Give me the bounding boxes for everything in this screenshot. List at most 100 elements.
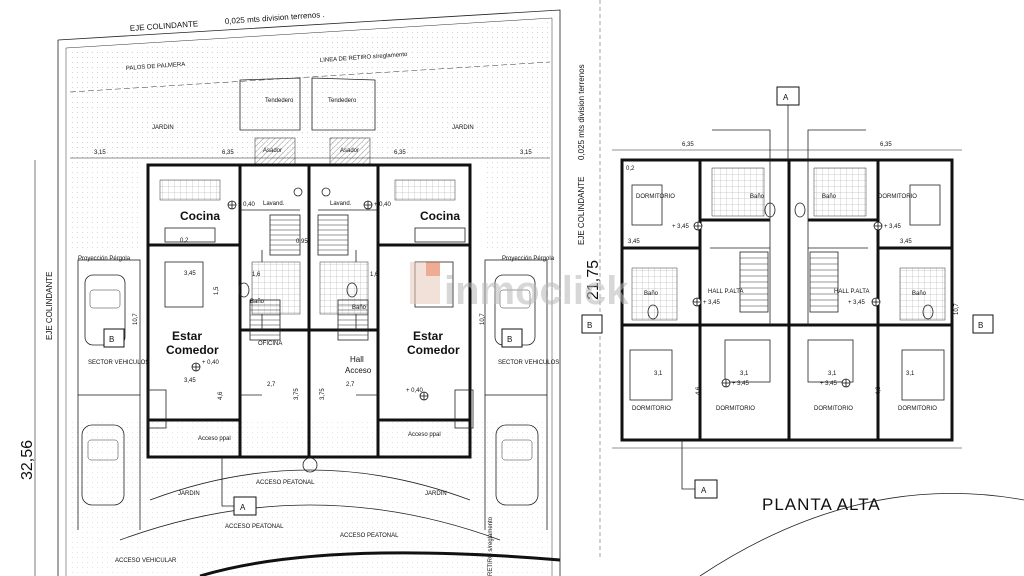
section-marker-a-lower: A [221,457,257,516]
dim-27-right: 2,7 [346,382,355,388]
upper-toilet-left [764,202,776,218]
pergola-left: Proyección Pérgola [78,256,131,262]
bano-right-label: Baño [352,305,367,311]
upper-toilet-side-right [922,304,934,320]
dim-107-left: 10,7 [133,313,139,325]
upper-balcony [712,129,866,160]
car-front-right [495,424,539,506]
upper-dim-107: 10,7 [954,303,960,315]
svg-text:+ 0,40: + 0,40 [238,202,256,208]
upper-floor-plan: DORMITORIO DORMITORIO DORMITORIO DORMITO… [581,86,1024,576]
upper-secondary-walls [710,160,868,325]
stairs-left [269,214,301,256]
tendedero-left-label: Tendedero [265,98,294,104]
asador-right-label: Asador [340,148,359,154]
car-front-left [81,424,125,506]
svg-text:+ 3,45: + 3,45 [672,224,690,230]
dormitorio-label-3: DORMITORIO [632,406,671,412]
bath-right-floor [319,261,369,315]
section-marker-b-lower-right: B [501,328,523,348]
lavand-left-label: Lavand. [263,201,285,207]
svg-text:+ 3,45: + 3,45 [820,381,838,387]
acceso-peatonal-2: ACCESO PEATONAL [225,524,284,530]
bed-4 [724,339,771,383]
dim-095-1: 0,95 [296,239,308,245]
upper-dim-345-right: 3,45 [900,239,912,245]
side-garden-left [70,160,140,250]
asador-left-label: Asador [263,148,282,154]
svg-text:A: A [240,503,246,512]
toilet-right [346,282,358,298]
jardin-rear-right: JARDIN [452,125,474,131]
cocina-left-label: Cocina [180,209,220,223]
upper-dim-31-2: 3,1 [740,371,749,377]
upper-dim-635-left: 6,35 [682,142,694,148]
dormitorio-label-1: DORMITORIO [636,194,675,200]
dim-375-right: 3,75 [320,388,326,400]
upper-stairs-left [739,251,769,313]
upper-floor-outline [620,158,954,442]
section-marker-b-lower-left: B [103,328,125,348]
kitchen-island-right [414,227,466,243]
jardin-rear-left: JARDIN [152,125,174,131]
upper-level-marker-3: + 3,45 [692,297,721,307]
toilet-left [238,282,250,298]
bed-5 [807,339,854,383]
svg-text:+ 0,40: + 0,40 [374,202,392,208]
eje-left-label: EJE COLINDANTE [45,272,54,340]
svg-text:B: B [507,335,512,344]
upper-dim-345-left: 3,45 [628,239,640,245]
sector-vehiculos-left: SECTOR VEHICULOS [88,360,149,366]
svg-text:+ 3,45: + 3,45 [884,224,902,230]
linea-retiro [69,61,551,93]
bed-3 [629,349,673,401]
laundry-left [293,187,303,197]
sofa-left [147,389,167,429]
upper-dim-31-4: 3,1 [906,371,915,377]
dormitorio-label-5: DORMITORIO [814,406,853,412]
inmoclick-watermark: inmoclick [410,262,629,313]
carport-right [484,259,548,396]
section-marker-a-upper-bottom: A [681,440,718,499]
dormitorio-label-2: DORMITORIO [878,194,917,200]
svg-text:+ 0,40: + 0,40 [202,360,220,366]
level-marker-estar-right: + 0,40 [406,388,429,401]
upper-height-dimension: 21,75 [585,260,602,300]
dim-15-left: 1,5 [214,286,220,295]
upper-bano-left-label: Baño [750,194,765,200]
curved-path-2 [119,504,501,541]
level-marker-kitchen-left: + 0,40 [227,200,256,210]
section-marker-b-upper-left: B [581,314,603,334]
dim-16-left: 1,6 [252,272,261,278]
dim-345-left-2: 3,45 [184,378,196,384]
upper-bano-side-left-label: Baño [644,291,659,297]
dormitorio-label-6: DORMITORIO [898,406,937,412]
hall-acceso-label: Acceso [345,366,372,375]
upper-level-marker-4: + 3,45 [848,297,881,307]
asador-left [254,137,296,167]
stairs-right [317,214,349,256]
hall-alta-right-label: HALL P.ALTA [834,289,869,295]
dim-345-left: 3,45 [184,271,196,277]
comedor-right-label: Comedor [407,343,460,357]
section-marker-a-upper-top: A [776,86,800,160]
svg-text:+ 3,45: + 3,45 [848,300,866,306]
upper-toilet-right [794,202,806,218]
sofa-right [454,389,474,429]
acceso-peatonal-1: ACCESO PEATONAL [256,480,315,486]
lower-floor-plan: EJE COLINDANTE 0,025 mts division terren… [19,9,586,576]
dim-315-left: 3,15 [94,150,106,156]
level-marker-estar-left: + 0,40 [191,360,220,372]
dimension-lines [34,157,550,576]
bed-2 [909,184,941,226]
upper-curve [699,492,1024,576]
tendedero-zones [239,77,376,131]
upper-level-marker-5: + 3,45 [721,378,750,388]
stair-flight-left [249,299,281,341]
upper-stairs-right [809,251,839,313]
upper-bano-side-right-label: Baño [912,291,927,297]
dormitorio-label-4: DORMITORIO [716,406,755,412]
curved-path-1 [149,469,471,501]
upper-dim-635-right: 6,35 [880,142,892,148]
upper-bath-side-left [631,267,678,321]
